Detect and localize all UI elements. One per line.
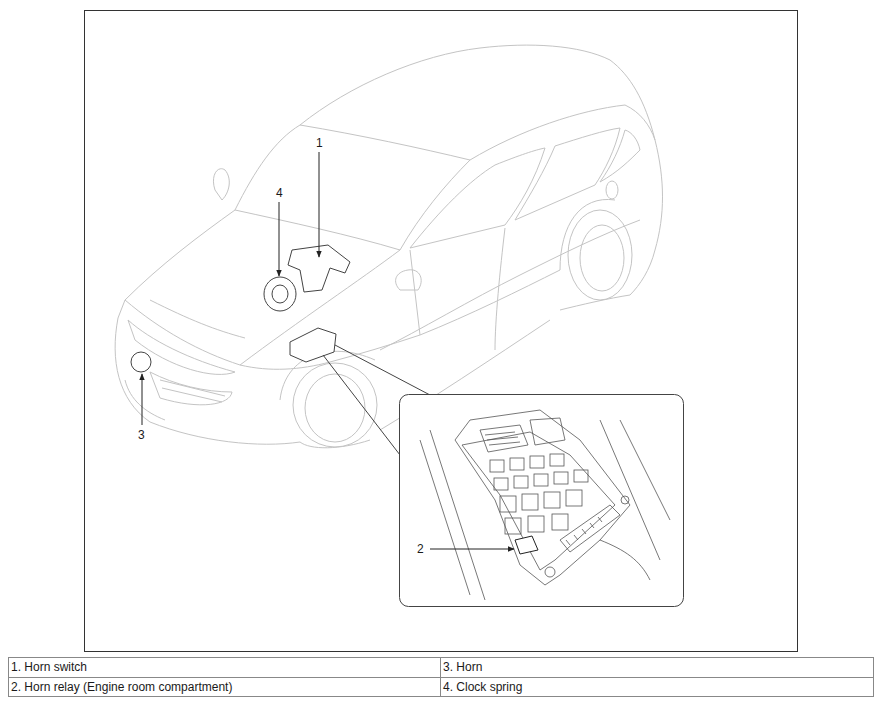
leader-line [142, 152, 514, 549]
table-cell: 2. Horn relay (Engine room compartment) [11, 680, 232, 694]
callout-number: 3 [137, 428, 146, 442]
fuse-box-illustration [420, 410, 670, 600]
table-cell: 1. Horn switch [11, 660, 87, 674]
horn-shape [131, 352, 151, 372]
callout-number: 4 [275, 186, 284, 200]
inset-frame [400, 395, 684, 607]
table-cell: 4. Clock spring [443, 680, 522, 694]
legend-table [9, 658, 874, 697]
table-cell: 3. Horn [443, 660, 482, 674]
car-body [115, 45, 662, 448]
callout-number: 1 [315, 136, 324, 150]
figure-frame [85, 11, 798, 652]
horn-relay-shape [515, 536, 538, 554]
callout-number: 2 [416, 542, 425, 556]
clock-spring-shape [264, 277, 296, 311]
relay-box-shape [290, 328, 336, 362]
